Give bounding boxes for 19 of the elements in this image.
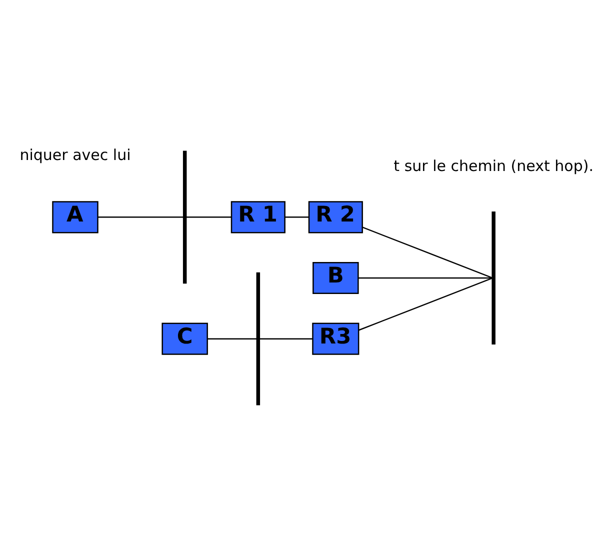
connector — [98, 216, 184, 218]
connector — [284, 216, 309, 218]
node-box: R 2 — [308, 201, 363, 234]
node-box: C — [162, 322, 208, 355]
node-bar — [492, 212, 496, 344]
node-bar — [256, 272, 260, 406]
node-box: R 1 — [230, 201, 286, 234]
label: t sur le chemin (next hop). — [394, 156, 594, 175]
node-bar — [182, 150, 187, 284]
connector — [358, 277, 492, 279]
node-box: A — [52, 201, 98, 234]
connector — [362, 226, 492, 278]
connector — [186, 216, 232, 218]
connector — [358, 278, 492, 331]
node-box: R3 — [312, 322, 360, 355]
node-box: B — [312, 262, 359, 294]
connector — [259, 338, 313, 340]
connector — [208, 338, 257, 340]
label: niquer avec lui — [20, 146, 131, 164]
